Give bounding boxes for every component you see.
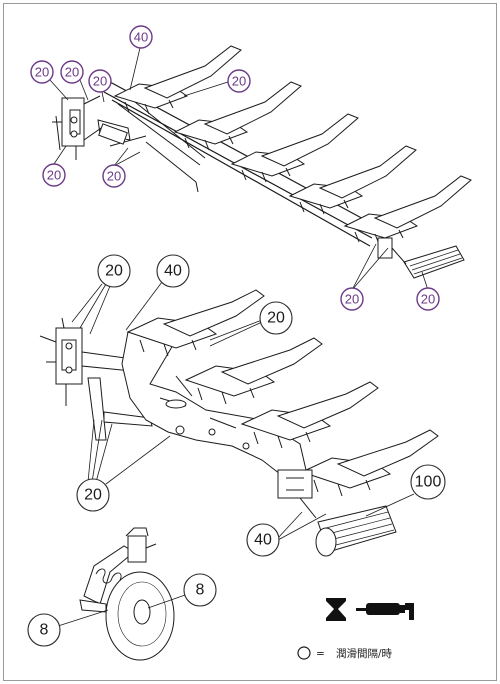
callout-u20b: 20 (60, 60, 84, 84)
svg-text:20: 20 (47, 168, 61, 183)
upper-leader-lines (49, 47, 429, 291)
callout-u20c: 20 (88, 69, 112, 93)
callout-d8a: 8 (27, 613, 61, 647)
svg-text:20: 20 (105, 263, 123, 280)
hourglass-icon (326, 598, 346, 621)
callout-u20g: 20 (340, 287, 364, 311)
svg-text:20: 20 (107, 169, 121, 184)
legend-equals: = (316, 648, 325, 660)
callout-u20f: 20 (102, 164, 126, 188)
svg-text:20: 20 (232, 74, 246, 89)
lower-rear-wheel (277, 469, 397, 557)
upper-plow-drawing (52, 45, 472, 279)
svg-text:20: 20 (267, 310, 285, 327)
callout-u20h: 20 (416, 287, 440, 311)
callout-l40a: 40 (156, 254, 190, 288)
callout-d8b: 8 (183, 573, 217, 607)
callout-u20a: 20 (30, 60, 54, 84)
svg-text:20: 20 (93, 74, 107, 89)
svg-text:8: 8 (196, 582, 205, 599)
svg-text:8: 8 (40, 622, 49, 639)
legend: = 潤滑間隔/時 (297, 598, 414, 660)
lower-plow-drawing (39, 289, 439, 557)
callout-l100: 100 (410, 464, 446, 500)
svg-text:20: 20 (84, 487, 102, 504)
svg-text:20: 20 (421, 292, 435, 307)
legend-circle-icon (297, 646, 311, 660)
disc-leader-lines (57, 593, 189, 627)
svg-text:20: 20 (345, 292, 359, 307)
callout-l20a: 20 (97, 254, 131, 288)
svg-text:20: 20 (65, 65, 79, 80)
drawing-frame (3, 3, 497, 681)
lower-leader-lines (71, 281, 415, 541)
upper-plow-bodies (113, 45, 472, 245)
svg-text:40: 40 (254, 532, 272, 549)
callout-u20d: 20 (227, 69, 251, 93)
upper-rear-wheel (377, 237, 465, 279)
callout-l20c: 20 (76, 478, 110, 512)
callout-l20b: 20 (259, 301, 293, 335)
lower-plow-bodies (126, 289, 439, 497)
grease-gun-icon (356, 603, 414, 620)
svg-text:20: 20 (35, 65, 49, 80)
svg-text:100: 100 (415, 474, 442, 491)
svg-text:40: 40 (164, 263, 182, 280)
callout-u20e: 20 (42, 163, 66, 187)
disc-coulter-drawing (79, 527, 175, 661)
callout-l40b: 40 (246, 523, 280, 557)
svg-text:40: 40 (134, 30, 148, 45)
callout-u40: 40 (129, 25, 153, 49)
legend-text: 潤滑間隔/時 (336, 648, 393, 660)
